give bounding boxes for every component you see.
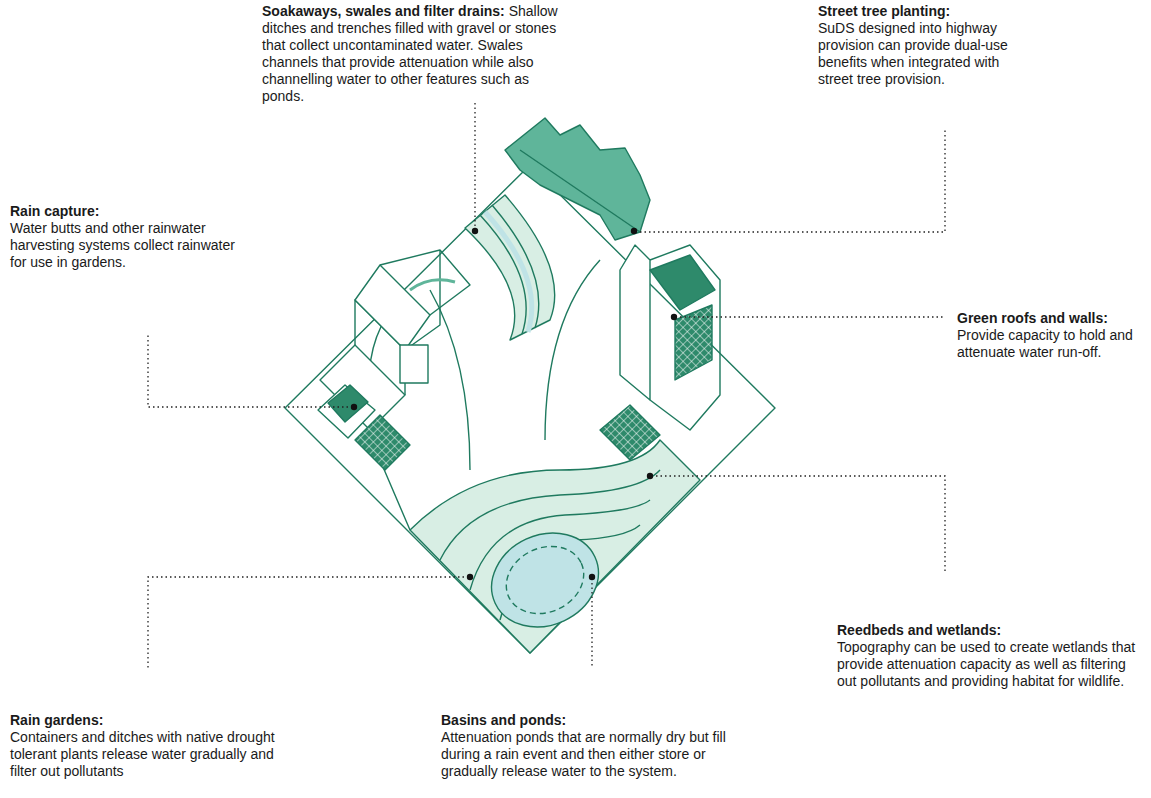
callout-body: Attenuation ponds that are normally dry …: [441, 729, 751, 780]
callout-heading: Soakaways, swales and filter drains:: [262, 3, 505, 19]
callout-label: Green roofs and walls: Provide capacity …: [957, 310, 1147, 361]
callout-label: Rain gardens:Containers and ditches with…: [10, 712, 295, 780]
callout-body: Provide capacity to hold and attenuate w…: [957, 327, 1133, 360]
callout-label: Reedbeds and wetlands:Topography can be …: [837, 622, 1142, 690]
callout-heading: Rain capture:: [10, 203, 235, 220]
callout-heading: Rain gardens:: [10, 712, 295, 729]
callout-body: Topography can be used to create wetland…: [837, 639, 1142, 690]
callout-heading: Basins and ponds:: [441, 712, 751, 729]
callout-label: Street tree planting:SuDS designed into …: [818, 3, 1023, 88]
callout-label: Basins and ponds:Attenuation ponds that …: [441, 712, 751, 780]
callout-body: SuDS designed into highway provision can…: [818, 20, 1023, 88]
callout-body: Water butts and other rainwater harvesti…: [10, 220, 235, 271]
callout-heading: Green roofs and walls:: [957, 310, 1108, 326]
callout-label: Rain capture:Water butts and other rainw…: [10, 203, 235, 271]
callout-heading: Reedbeds and wetlands:: [837, 622, 1142, 639]
callout-label: Soakaways, swales and filter drains: Sha…: [262, 3, 562, 105]
callout-body: Containers and ditches with native droug…: [10, 729, 295, 780]
callout-heading: Street tree planting:: [818, 3, 1023, 20]
